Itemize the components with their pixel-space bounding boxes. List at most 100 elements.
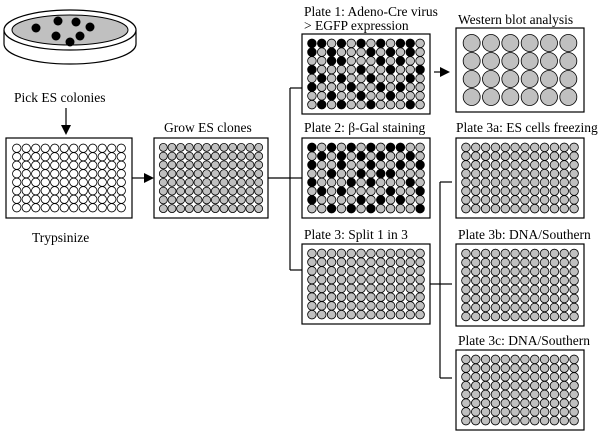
well [490, 363, 501, 373]
well [228, 160, 238, 170]
well [461, 380, 471, 391]
well [228, 204, 238, 214]
well [490, 380, 501, 391]
well [326, 301, 337, 311]
well [158, 160, 168, 170]
well [336, 203, 347, 214]
well [530, 380, 540, 391]
well [336, 73, 347, 84]
well [40, 194, 50, 204]
well [549, 142, 560, 153]
well [539, 275, 550, 286]
well [549, 160, 560, 170]
well [395, 292, 406, 302]
well [336, 266, 347, 276]
well [59, 203, 69, 213]
well [569, 398, 579, 408]
well [510, 363, 520, 373]
well [500, 372, 510, 382]
plate-grow [153, 137, 269, 219]
well [210, 195, 220, 205]
well [500, 354, 510, 365]
well [245, 142, 255, 152]
well [12, 160, 22, 170]
well [366, 177, 376, 188]
colony [65, 37, 75, 47]
well [116, 152, 126, 162]
well [167, 186, 177, 196]
well [326, 82, 337, 92]
well [471, 363, 481, 373]
well [307, 38, 317, 49]
well [167, 160, 177, 170]
well [336, 38, 347, 49]
well [520, 407, 530, 417]
well [500, 151, 510, 161]
well [395, 257, 406, 267]
well [202, 177, 212, 187]
well [116, 143, 126, 153]
well [415, 168, 425, 179]
well [501, 70, 520, 88]
well [559, 407, 569, 417]
well [356, 91, 366, 101]
well [405, 151, 415, 161]
well [490, 302, 501, 313]
well [569, 142, 579, 153]
well [490, 407, 501, 417]
well [510, 203, 520, 214]
plate-western [455, 27, 585, 113]
well [482, 34, 500, 52]
well [21, 203, 31, 213]
well [78, 169, 88, 179]
well [376, 283, 386, 294]
well [482, 70, 500, 88]
well [336, 82, 347, 92]
well [346, 73, 356, 84]
well [415, 292, 425, 302]
well [21, 143, 31, 153]
well [346, 56, 356, 66]
well [415, 91, 425, 101]
well [336, 274, 347, 285]
well [307, 64, 317, 75]
well [376, 82, 386, 92]
well [326, 160, 337, 170]
well [317, 91, 327, 101]
well [193, 177, 203, 187]
well [366, 99, 376, 110]
well [480, 311, 491, 322]
well [405, 91, 415, 101]
well [346, 195, 356, 205]
well [490, 389, 501, 400]
well [158, 195, 168, 205]
well [21, 186, 31, 196]
well [366, 160, 376, 170]
well [395, 91, 406, 101]
well [366, 73, 376, 84]
well [539, 415, 550, 426]
well [254, 160, 264, 170]
well [69, 186, 79, 196]
well [366, 248, 376, 259]
well [405, 56, 415, 66]
well [346, 203, 356, 214]
well [376, 203, 386, 214]
well [69, 203, 79, 213]
well [366, 168, 376, 179]
well [356, 266, 366, 276]
well [569, 266, 579, 277]
well [480, 372, 491, 382]
well [219, 186, 229, 196]
well [569, 284, 579, 295]
well [366, 64, 376, 75]
well [480, 177, 491, 188]
well [520, 168, 530, 179]
well [307, 266, 317, 276]
well [539, 311, 550, 322]
well [559, 389, 569, 400]
label-plate3b: Plate 3b: DNA/Southern [458, 227, 591, 242]
well [405, 309, 415, 320]
well [549, 275, 560, 286]
well [12, 177, 22, 187]
